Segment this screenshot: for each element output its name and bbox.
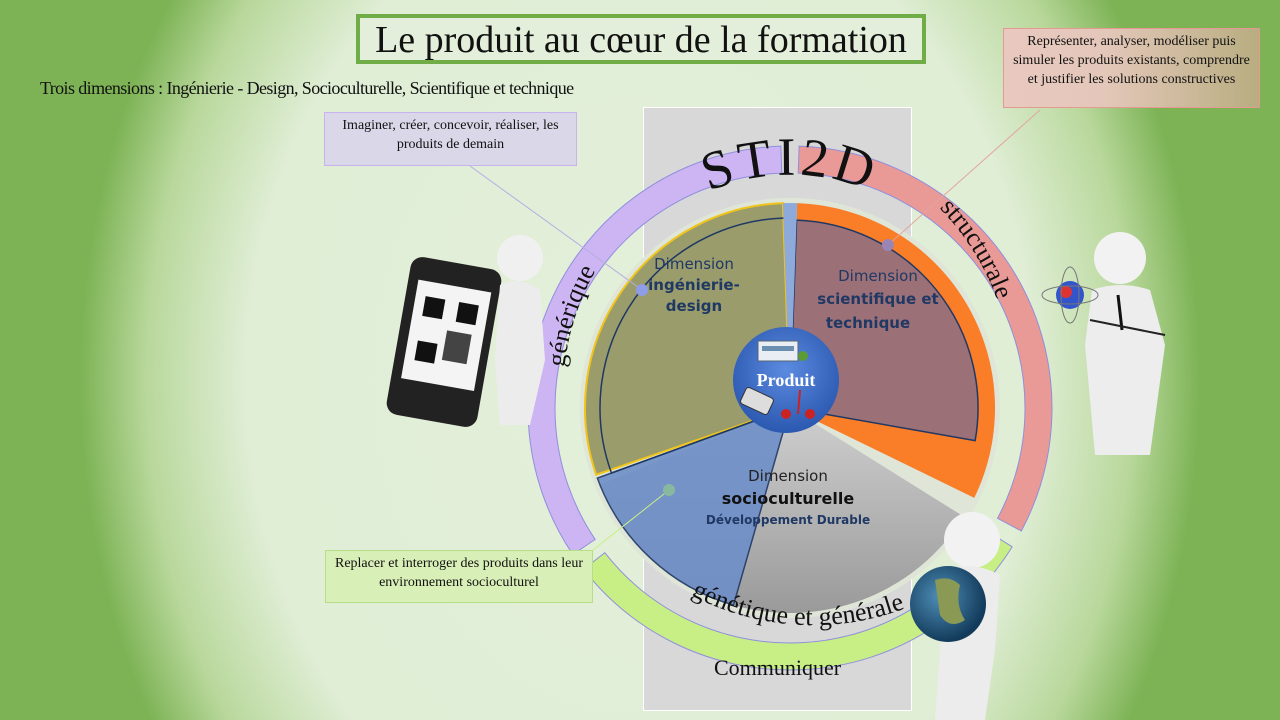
- svg-text:ingénierie-: ingénierie-: [648, 276, 740, 294]
- globe-figure: [910, 512, 1000, 720]
- qr-code-icon: [414, 296, 479, 365]
- connector-line: [887, 109, 1041, 246]
- dimension-ingenierie-label: Dimension ingénierie- design: [648, 255, 740, 315]
- svg-text:scientifique et: scientifique et: [817, 290, 938, 308]
- svg-text:technique: technique: [826, 314, 910, 332]
- connector-dot: [663, 484, 675, 496]
- callout-ingenierie: Imaginer, créer, concevoir, réaliser, le…: [324, 112, 577, 166]
- connector-dot: [636, 284, 648, 296]
- divider-top: [782, 203, 798, 408]
- building-icon: [757, 340, 808, 362]
- svg-text:design: design: [666, 297, 722, 315]
- connector-line: [592, 489, 670, 551]
- connector-line: [469, 165, 643, 291]
- outer-ring: [527, 145, 1053, 671]
- qr-phone-figure: [386, 235, 545, 427]
- dimension-socioculturelle-label: Dimension socioculturelle Développement …: [706, 467, 870, 527]
- smartphone-icon: [740, 386, 774, 416]
- svg-text:Développement Durable: Développement Durable: [706, 513, 870, 527]
- callout-socioculturelle: Replacer et interroger des produits dans…: [325, 550, 593, 603]
- figure-head: [497, 235, 543, 281]
- svg-text:socioculturelle: socioculturelle: [722, 489, 855, 508]
- ring-segment-structurale: [797, 145, 1053, 532]
- sti2d-title: STI2D: [693, 127, 886, 203]
- communiquer-label: Communiquer: [713, 655, 842, 680]
- produit-hub[interactable]: Produit: [733, 327, 839, 433]
- dimension-scientifique-label: Dimension scientifique et technique: [817, 267, 938, 332]
- scientist-figure: [1041, 232, 1166, 455]
- pie-outline: [599, 217, 791, 474]
- sector-ingenierie: [584, 202, 792, 477]
- callout-scientifique: Représenter, analyser, modéliser puis si…: [1003, 28, 1260, 108]
- connector-dot: [882, 239, 894, 251]
- svg-text:Dimension: Dimension: [654, 255, 734, 273]
- atom-icon: [1041, 266, 1099, 324]
- sector-socioculturelle-overlay: [596, 406, 792, 606]
- produit-label: Produit: [757, 370, 816, 390]
- subtitle: Trois dimensions : Ingénierie - Design, …: [40, 78, 574, 98]
- page-title: Le produit au cœur de la formation: [356, 14, 926, 64]
- svg-text:Dimension: Dimension: [838, 267, 918, 285]
- svg-text:Dimension: Dimension: [748, 467, 828, 485]
- segway-icon: [781, 389, 815, 419]
